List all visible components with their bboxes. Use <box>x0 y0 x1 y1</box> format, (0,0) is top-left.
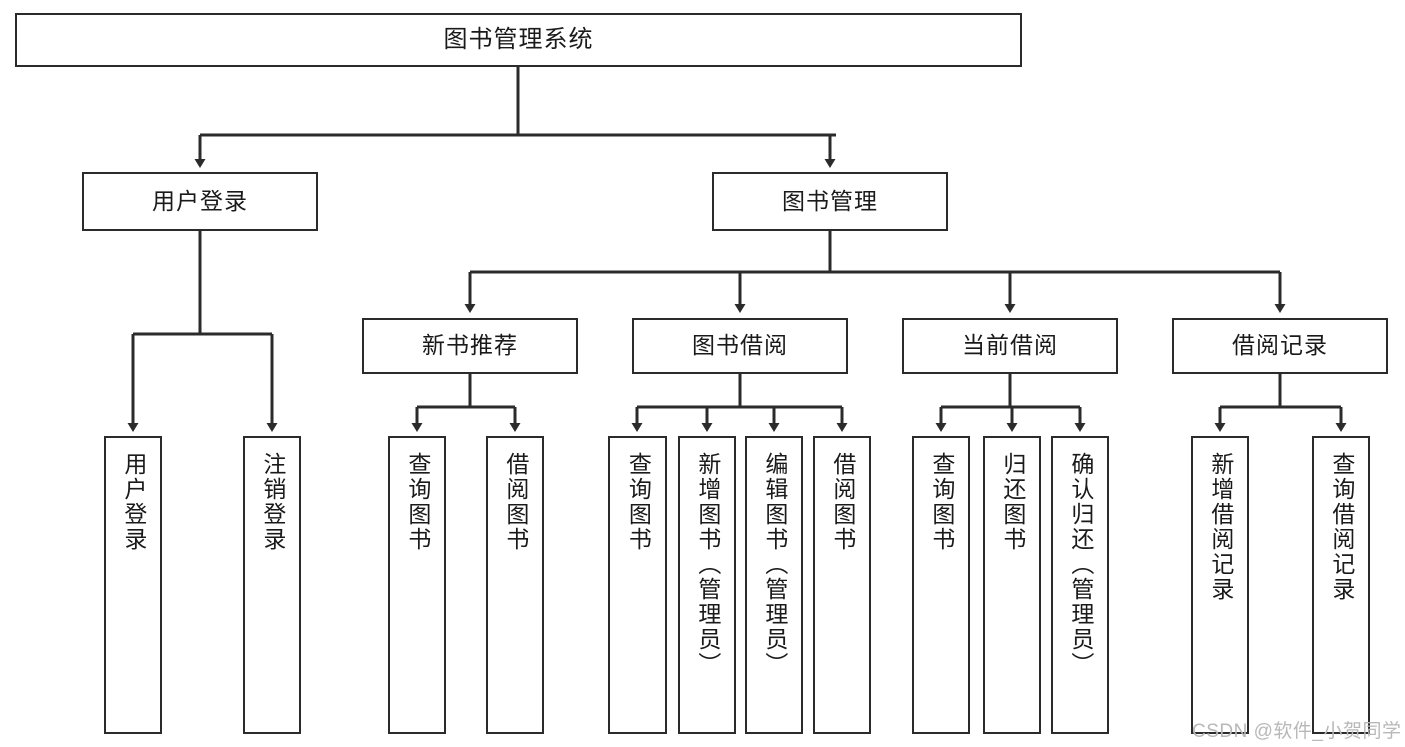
node-leaf-add-book-label: 新增图书（管理员） <box>694 452 721 677</box>
node-book-borrow-label: 图书借阅 <box>692 332 788 359</box>
node-leaf-query-record[interactable]: 查询借阅记录 <box>1312 436 1370 734</box>
node-book-borrow[interactable]: 图书借阅 <box>632 318 848 374</box>
node-leaf-edit-book-label: 编辑图书（管理员） <box>761 452 788 677</box>
node-root-label: 图书管理系统 <box>443 25 594 53</box>
node-leaf-borrow-book-2[interactable]: 借阅图书 <box>813 436 871 734</box>
node-leaf-add-record-label: 新增借阅记录 <box>1207 452 1234 602</box>
node-user-login[interactable]: 用户登录 <box>82 172 318 231</box>
node-new-book-recommend-label: 新书推荐 <box>422 332 518 359</box>
node-borrow-record-label: 借阅记录 <box>1232 332 1328 359</box>
node-leaf-borrow-book-2-label: 借阅图书 <box>829 452 856 552</box>
node-leaf-borrow-book-1[interactable]: 借阅图书 <box>486 436 544 734</box>
node-leaf-user-login-label: 用户登录 <box>120 452 147 552</box>
watermark: CSDN @软件_小贺同学 <box>1192 721 1402 742</box>
node-leaf-borrow-book-1-label: 借阅图书 <box>502 452 529 552</box>
node-current-borrow[interactable]: 当前借阅 <box>902 318 1118 374</box>
node-borrow-record[interactable]: 借阅记录 <box>1172 318 1388 374</box>
node-leaf-user-login[interactable]: 用户登录 <box>104 436 162 734</box>
node-leaf-query-record-label: 查询借阅记录 <box>1328 452 1355 602</box>
node-leaf-query-book-3[interactable]: 查询图书 <box>912 436 970 734</box>
node-leaf-edit-book[interactable]: 编辑图书（管理员） <box>745 436 803 734</box>
node-book-manage-label: 图书管理 <box>782 187 878 214</box>
node-current-borrow-label: 当前借阅 <box>962 332 1058 359</box>
node-new-book-recommend[interactable]: 新书推荐 <box>362 318 578 374</box>
node-leaf-query-book-2[interactable]: 查询图书 <box>608 436 667 734</box>
node-leaf-logout[interactable]: 注销登录 <box>243 436 301 734</box>
node-leaf-confirm-return[interactable]: 确认归还（管理员） <box>1051 436 1109 734</box>
node-leaf-return-book-label: 归还图书 <box>999 452 1026 552</box>
node-leaf-add-record[interactable]: 新增借阅记录 <box>1191 436 1249 734</box>
node-leaf-query-book-1[interactable]: 查询图书 <box>388 436 446 734</box>
node-book-manage[interactable]: 图书管理 <box>712 172 948 231</box>
node-leaf-query-book-1-label: 查询图书 <box>404 452 431 552</box>
node-leaf-return-book[interactable]: 归还图书 <box>983 436 1041 734</box>
node-leaf-logout-label: 注销登录 <box>259 452 286 552</box>
node-user-login-label: 用户登录 <box>152 187 248 214</box>
node-leaf-confirm-return-label: 确认归还（管理员） <box>1067 452 1094 677</box>
node-leaf-query-book-3-label: 查询图书 <box>928 452 955 552</box>
node-leaf-query-book-2-label: 查询图书 <box>625 452 652 552</box>
node-root[interactable]: 图书管理系统 <box>15 13 1022 67</box>
node-leaf-add-book[interactable]: 新增图书（管理员） <box>678 436 736 734</box>
